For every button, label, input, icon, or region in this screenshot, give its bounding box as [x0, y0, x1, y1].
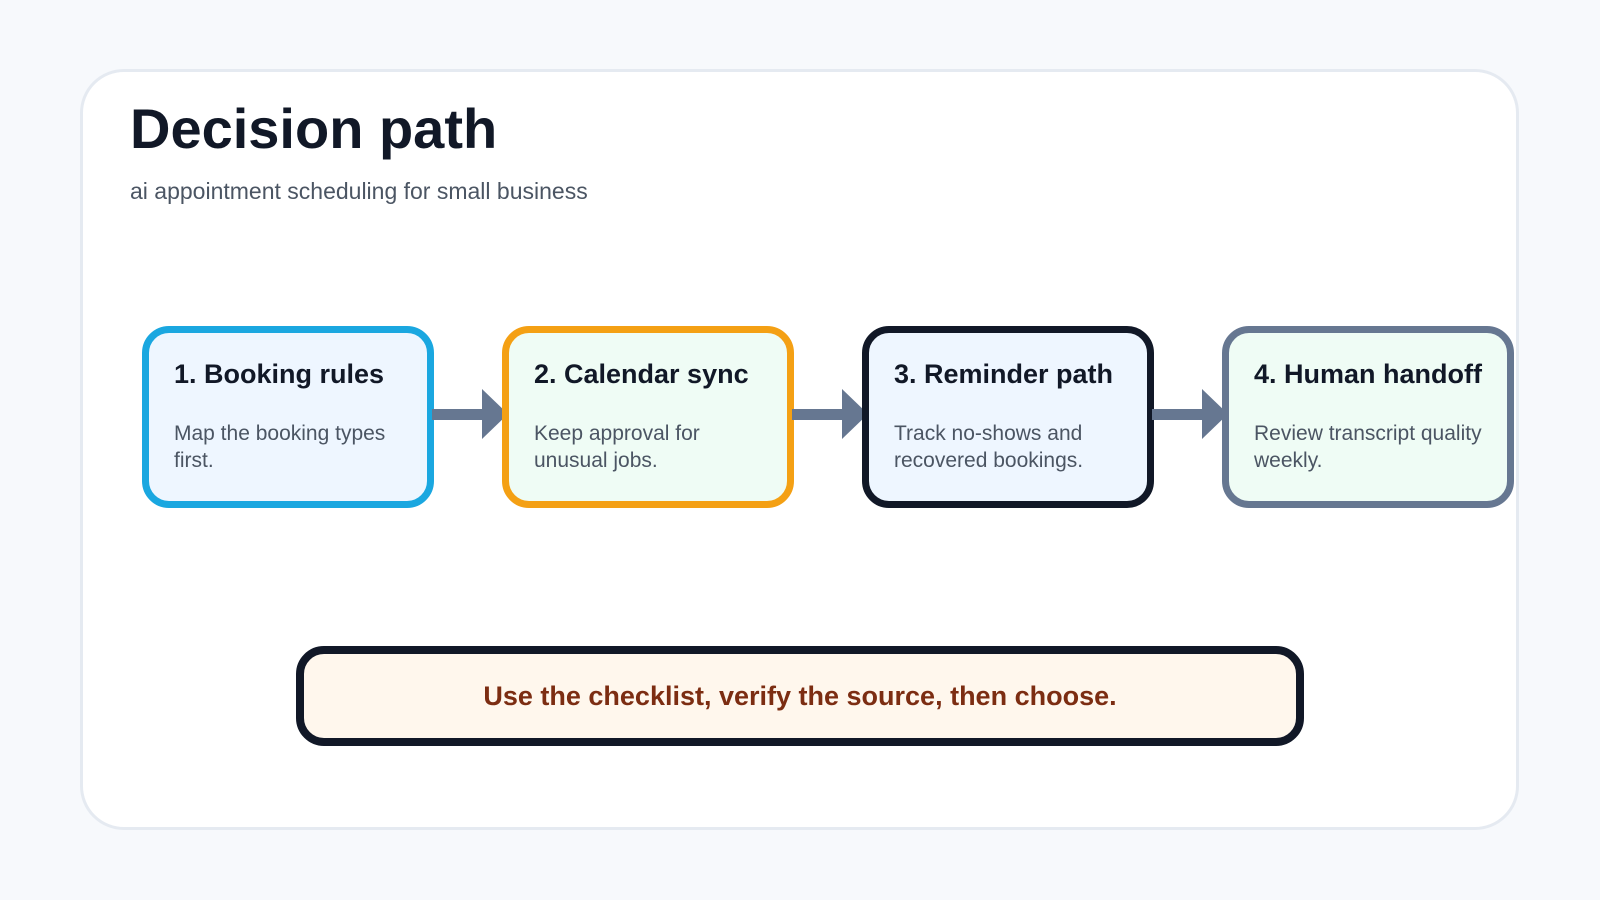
step-calendar-sync: 2. Calendar sync Keep approval for unusu… — [502, 326, 794, 508]
step-description: Review transcript quality weekly. — [1254, 422, 1482, 472]
callout-text: Use the checklist, verify the source, th… — [483, 680, 1117, 711]
arrow-right-icon — [432, 389, 508, 439]
step-description: Map the booking types first. — [174, 422, 386, 472]
step-title: 3. Reminder path — [894, 359, 1114, 389]
callout-box: Use the checklist, verify the source, th… — [296, 646, 1304, 746]
step-reminder-path: 3. Reminder path Track no-shows and reco… — [862, 326, 1154, 508]
step-human-handoff: 4. Human handoff Review transcript quali… — [1222, 326, 1514, 508]
page-subtitle: ai appointment scheduling for small busi… — [130, 178, 588, 204]
step-title: 1. Booking rules — [174, 359, 385, 389]
page-title: Decision path — [130, 97, 498, 160]
arrow-right-icon — [792, 389, 868, 439]
step-description: Track no-shows and recovered bookings. — [894, 422, 1084, 472]
step-title: 2. Calendar sync — [534, 359, 749, 389]
step-description: Keep approval for unusual jobs. — [534, 422, 700, 472]
step-title: 4. Human handoff — [1254, 359, 1482, 389]
step-booking-rules: 1. Booking rules Map the booking types f… — [142, 326, 434, 508]
arrow-right-icon — [1152, 389, 1228, 439]
